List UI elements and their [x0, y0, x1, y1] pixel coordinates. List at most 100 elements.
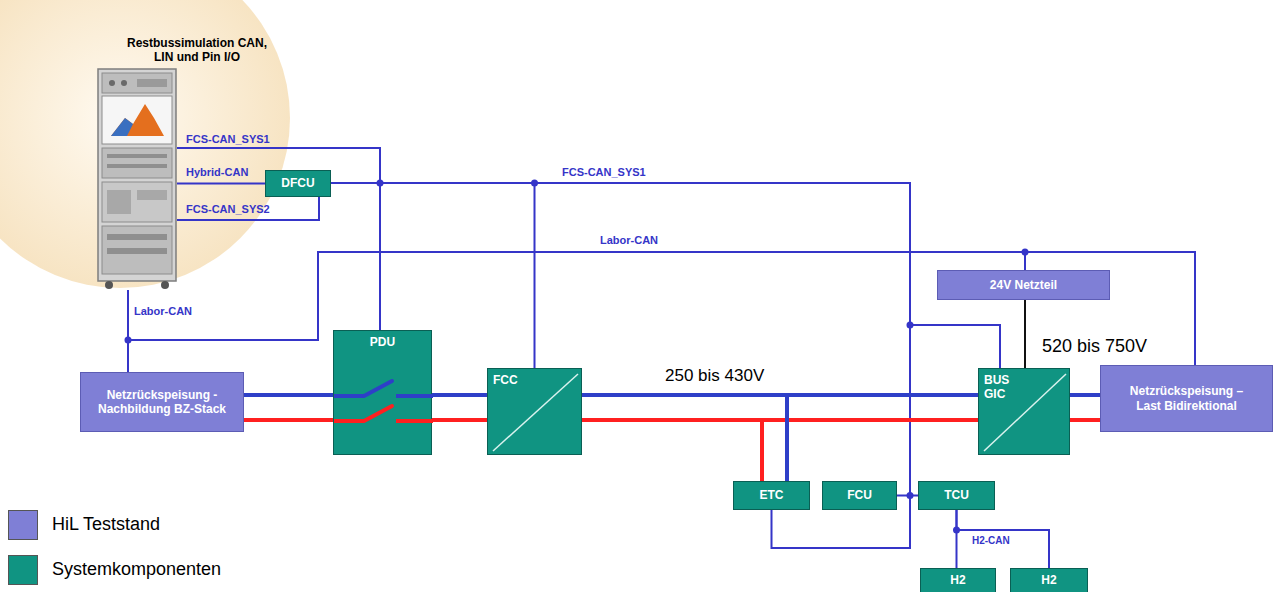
rack-knob: [109, 80, 115, 86]
rack-screen: [102, 96, 172, 144]
bus-line-path: [177, 148, 910, 496]
power-line: [1070, 395, 1100, 420]
box-label: Netzrückspeisung – Last Bidirektional: [1124, 384, 1249, 413]
bus-line-path: [177, 183, 265, 185]
supply-line-path: [1024, 300, 1026, 368]
junction-dot: [953, 527, 960, 534]
bus-line: [331, 183, 380, 330]
bus-name: FCS-CAN_SYS1: [186, 133, 270, 146]
hil-rack: Restbussimulation CAN, LIN und Pin I/O: [97, 68, 177, 290]
power-line: [582, 395, 787, 481]
power-line: [582, 395, 978, 420]
bus-line: [177, 148, 380, 330]
bus-line-path: [128, 252, 1025, 340]
rack-heading: Restbussimulation CAN, LIN und Pin I/O: [122, 36, 272, 65]
rack-slot: [107, 248, 167, 254]
switch-lead: [334, 419, 364, 423]
bus-name: Labor-CAN: [134, 305, 192, 318]
rack-slot: [107, 164, 167, 168]
teststand-box: 24V Netzteil: [937, 270, 1110, 300]
system-box: H2: [1010, 568, 1088, 592]
rack-slot: [107, 154, 167, 158]
junction-dot: [125, 337, 132, 344]
bus-line: [177, 148, 1000, 368]
box-label: FCC: [493, 373, 518, 387]
power-line: [432, 395, 487, 420]
legend-swatch: [8, 555, 38, 585]
box-label: PDU: [370, 335, 395, 349]
box-label: H2: [950, 573, 965, 587]
converter-box: BUS GIC: [978, 368, 1070, 455]
power-line-path: [1070, 418, 1100, 422]
junction-dot: [907, 322, 914, 329]
power-line: [244, 395, 333, 420]
bus-line-path: [177, 148, 1000, 368]
box-label: H2: [1041, 573, 1056, 587]
system-box: H2: [920, 568, 996, 592]
system-box: ETC: [733, 481, 810, 510]
rack-body: [98, 69, 176, 281]
junction-dot: [531, 180, 538, 187]
converter-diagonal: [984, 374, 1066, 451]
rack-knob: [121, 80, 127, 86]
logo-shape: [111, 104, 164, 136]
teststand-box: Netzrückspeisung – Last Bidirektional: [1100, 365, 1273, 432]
switch-symbol: [334, 331, 433, 456]
bus-name: H2-CAN: [972, 535, 1010, 547]
voltage-label: 520 bis 750V: [1042, 336, 1147, 358]
bus-line-path: [177, 148, 910, 548]
rack-panel: [102, 73, 172, 93]
junction-dot: [907, 492, 914, 499]
power-line-path: [244, 418, 333, 422]
bus-line: [177, 197, 319, 220]
power-line-path: [432, 418, 487, 422]
bus-line-path: [957, 510, 1050, 568]
junction-dot: [1022, 249, 1029, 256]
rack-slot: [107, 234, 167, 240]
rack-wheel: [161, 281, 169, 289]
rack-panel: [102, 226, 172, 274]
switch-lead: [396, 419, 433, 423]
rack-module: [107, 190, 131, 214]
switch-blade: [364, 381, 392, 396]
power-line-path: [244, 393, 333, 397]
bus-line: [177, 183, 265, 184]
bus-line: [128, 252, 1195, 365]
box-label: Netzrückspeisung - Nachbildung BZ-Stack: [87, 388, 237, 417]
power-line-path: [582, 395, 787, 481]
power-line-path: [432, 393, 487, 397]
converter-diagonal: [493, 374, 578, 451]
legend-entry: HiL Teststand: [8, 510, 160, 540]
system-box: TCU: [918, 481, 995, 510]
halo-circle: [0, 0, 290, 288]
box-label: ETC: [760, 488, 784, 502]
logo-shape: [111, 118, 133, 136]
bus-line: [177, 148, 918, 496]
switch-lead: [396, 394, 433, 398]
legend-swatch: [8, 510, 38, 540]
supply-line: [1025, 300, 1026, 368]
box-label: DFCU: [281, 176, 314, 190]
system-box: PDU: [333, 330, 432, 455]
bus-name: FCS-CAN_SYS2: [186, 203, 270, 216]
bus-line-path: [177, 148, 380, 330]
bus-line-path: [177, 148, 918, 496]
teststand-box: Netzrückspeisung - Nachbildung BZ-Stack: [80, 372, 244, 432]
power-line-path: [1070, 393, 1100, 397]
legend-text: HiL Teststand: [52, 514, 160, 536]
bus-name: Labor-CAN: [600, 234, 658, 247]
legend-entry: Systemkomponenten: [8, 555, 221, 585]
box-label: BUS GIC: [984, 373, 1018, 402]
box-label: TCU: [944, 488, 969, 502]
system-box: DFCU: [265, 170, 331, 197]
system-box: FCU: [822, 481, 897, 510]
legend-text: Systemkomponenten: [52, 559, 221, 581]
bus-line: [957, 510, 1050, 568]
bus-line-path: [128, 252, 1195, 365]
bus-line-path: [177, 197, 319, 220]
bus-line: [177, 148, 910, 548]
voltage-label: 250 bis 430V: [665, 366, 764, 386]
rack-illustration: [97, 68, 177, 290]
converter-box: FCC: [487, 368, 582, 455]
